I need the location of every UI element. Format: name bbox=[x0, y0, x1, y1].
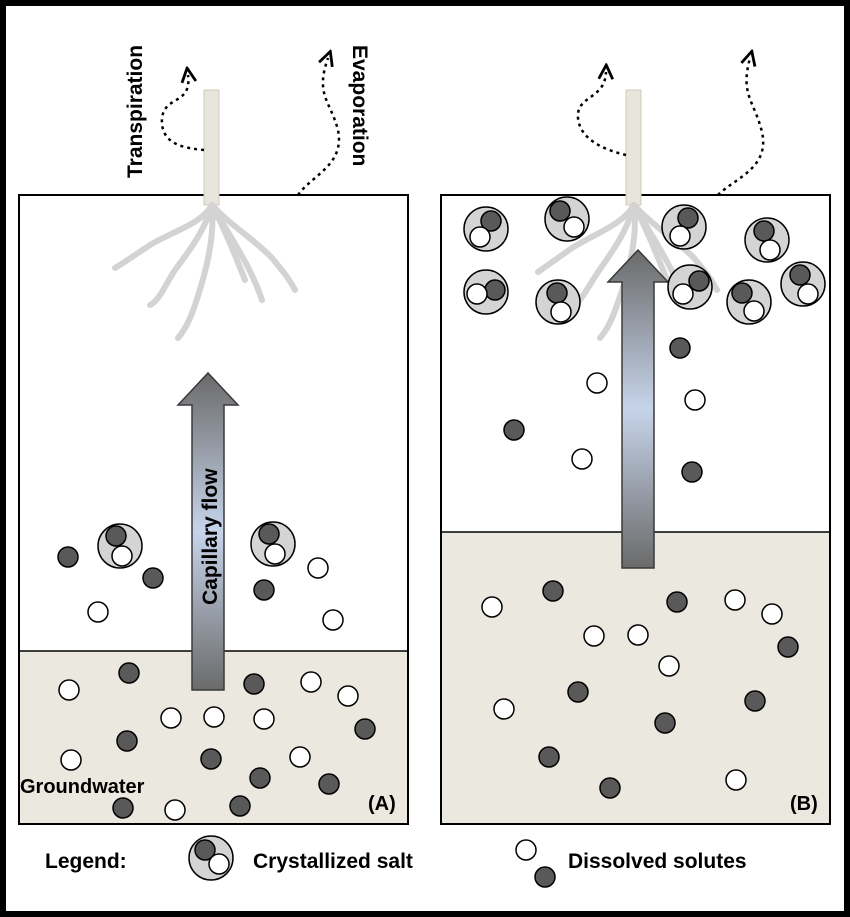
dark-solute bbox=[681, 461, 703, 483]
dark-solute bbox=[243, 673, 265, 695]
dark-solute bbox=[249, 767, 271, 789]
light-solute bbox=[58, 679, 80, 701]
crystallized-salt bbox=[97, 523, 143, 569]
legend-dissolved-solutes-label: Dissolved solutes bbox=[568, 850, 747, 873]
light-solute bbox=[160, 707, 182, 729]
crystallized-salt bbox=[780, 261, 826, 307]
dark-solute bbox=[118, 662, 140, 684]
evaporation-arrow-a bbox=[296, 58, 341, 196]
legend-title: Legend: bbox=[45, 850, 127, 873]
evaporation-arrow-b bbox=[717, 58, 765, 196]
light-solute bbox=[253, 708, 275, 730]
crystallized-salt bbox=[744, 217, 790, 263]
dark-solute bbox=[229, 795, 251, 817]
light-solute bbox=[724, 589, 746, 611]
legend: Legend: Crystallized salt Dissolved solu… bbox=[45, 835, 747, 888]
crystallized-salt bbox=[667, 264, 713, 310]
light-solute bbox=[307, 557, 329, 579]
crystallized-salt bbox=[661, 204, 707, 250]
light-solute bbox=[725, 769, 747, 791]
transpiration-arrow-b bbox=[576, 72, 627, 157]
dark-solute bbox=[666, 591, 688, 613]
light-solute bbox=[337, 685, 359, 707]
plant-stem-b bbox=[625, 89, 642, 206]
dark-solute bbox=[116, 730, 138, 752]
dark-solute bbox=[112, 797, 134, 819]
light-solute bbox=[658, 655, 680, 677]
light-solute bbox=[586, 372, 608, 394]
dissolved-solutes-a-upper bbox=[57, 546, 344, 631]
dark-solute bbox=[599, 777, 621, 799]
capillary-flow-arrow-a bbox=[176, 371, 240, 691]
capillary-flow-label: Capillary flow bbox=[199, 468, 222, 605]
light-solute bbox=[684, 389, 706, 411]
light-solute bbox=[761, 603, 783, 625]
light-solute bbox=[164, 799, 186, 821]
crystallized-salt bbox=[535, 279, 581, 325]
groundwater-label: Groundwater bbox=[20, 776, 145, 798]
dark-solute bbox=[57, 546, 79, 568]
legend-crystallized-salt-icon bbox=[188, 835, 234, 881]
crystallized-salt bbox=[463, 206, 509, 252]
dark-solute bbox=[503, 419, 525, 441]
light-solute bbox=[481, 596, 503, 618]
dissolved-solutes-b-upper bbox=[503, 337, 706, 483]
dissolved-solutes-b-groundwater bbox=[481, 580, 799, 799]
light-solute bbox=[203, 706, 225, 728]
legend-dissolved-solutes-icon bbox=[515, 839, 556, 888]
dark-solute bbox=[654, 712, 676, 734]
light-solute bbox=[322, 609, 344, 631]
light-solute bbox=[300, 671, 322, 693]
plant-roots-a bbox=[112, 202, 298, 341]
light-solute bbox=[583, 625, 605, 647]
dissolved-solutes-a-groundwater bbox=[58, 662, 376, 821]
panel-b: (B) bbox=[440, 58, 831, 825]
dark-solute bbox=[253, 579, 275, 601]
dark-solute bbox=[567, 681, 589, 703]
dark-solute bbox=[318, 773, 340, 795]
dark-solute bbox=[542, 580, 564, 602]
dark-solute bbox=[354, 718, 376, 740]
crystallized-salt bbox=[463, 269, 509, 315]
light-solute bbox=[627, 624, 649, 646]
light-solute bbox=[493, 698, 515, 720]
crystallized-salt bbox=[250, 521, 296, 567]
transpiration-label: Transpiration bbox=[124, 45, 147, 178]
dark-solute bbox=[538, 746, 560, 768]
dark-solute bbox=[200, 748, 222, 770]
evaporation-label: Evaporation bbox=[348, 45, 371, 166]
crystallized-salt bbox=[544, 196, 590, 242]
dark-solute bbox=[777, 636, 799, 658]
groundwater-zone-b bbox=[441, 532, 830, 824]
dark-solute bbox=[669, 337, 691, 359]
light-solute bbox=[60, 749, 82, 771]
light-solute bbox=[571, 448, 593, 470]
light-solute bbox=[289, 746, 311, 768]
legend-crystallized-salt-label: Crystallized salt bbox=[253, 850, 413, 873]
panel-a-label: (A) bbox=[368, 793, 396, 815]
panel-b-label: (B) bbox=[790, 793, 818, 815]
panel-a: Transpiration Evaporation Capillary flow… bbox=[18, 45, 409, 825]
light-solute bbox=[87, 601, 109, 623]
capillary-flow-arrow-b bbox=[606, 248, 670, 569]
crystallized-salt bbox=[726, 279, 772, 325]
plant-stem-a bbox=[203, 89, 220, 206]
dark-solute bbox=[744, 690, 766, 712]
dark-solute bbox=[142, 567, 164, 589]
